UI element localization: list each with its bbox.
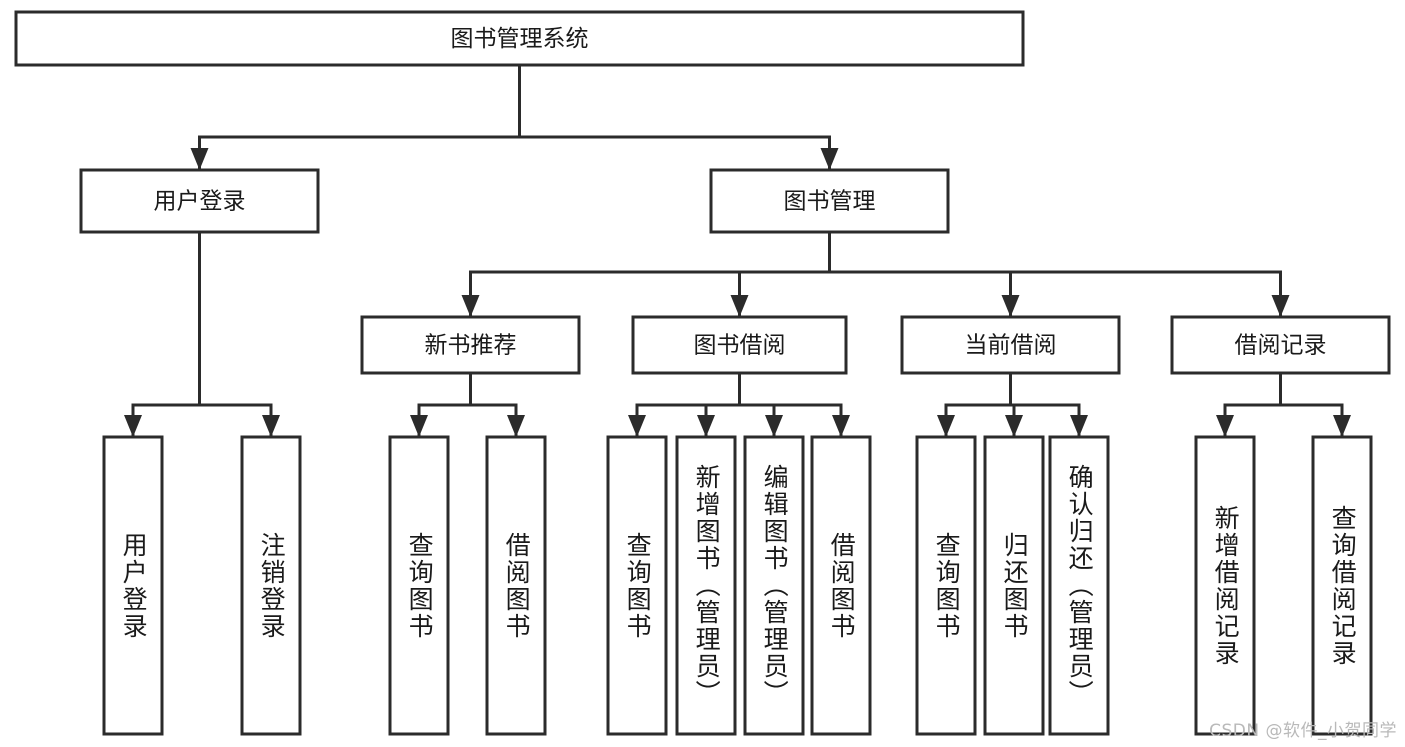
node-label-book-manage: 图书管理 [784, 189, 876, 215]
node-label-root: 图书管理系统 [451, 26, 589, 52]
node-leaf-borrow-book-1[interactable] [485, 435, 547, 736]
arrow-leaf-edit-book [765, 415, 783, 437]
node-label-user-login: 用户登录 [154, 189, 246, 215]
arrow-leaf-user-login [124, 415, 142, 437]
node-leaf-confirm-return[interactable] [1048, 435, 1110, 736]
node-book-borrow[interactable] [631, 315, 848, 375]
node-user-login[interactable] [79, 168, 320, 234]
node-label-current-borrow: 当前借阅 [965, 333, 1057, 359]
node-boxes [14, 10, 1391, 736]
arrow-leaf-query-book-2 [628, 415, 646, 437]
arrow-new-book-recommend [461, 295, 480, 317]
arrow-leaf-add-record [1216, 415, 1234, 437]
node-label-new-book-recommend: 新书推荐 [425, 333, 517, 359]
node-leaf-query-book-2[interactable] [606, 435, 668, 736]
arrow-leaf-borrow-book-2 [832, 415, 850, 437]
node-borrow-record[interactable] [1170, 315, 1391, 375]
node-book-manage[interactable] [709, 168, 950, 234]
arrow-borrow-record [1271, 295, 1290, 317]
node-leaf-query-book-1[interactable] [388, 435, 450, 736]
arrow-leaf-confirm-return [1070, 415, 1088, 437]
arrow-leaf-logout [262, 415, 280, 437]
node-leaf-add-book[interactable] [675, 435, 737, 736]
node-new-book-recommend[interactable] [360, 315, 581, 375]
arrow-leaf-query-book-1 [410, 415, 428, 437]
node-label-borrow-record: 借阅记录 [1235, 333, 1327, 359]
csdn-watermark: CSDN @软件_小贺同学 [1209, 721, 1397, 741]
arrow-leaf-query-record [1333, 415, 1351, 437]
arrow-book-manage [820, 148, 839, 170]
arrow-book-borrow [730, 295, 749, 317]
node-leaf-add-record[interactable] [1194, 435, 1256, 736]
node-leaf-borrow-book-2[interactable] [810, 435, 872, 736]
node-leaf-user-login[interactable] [102, 435, 164, 736]
node-current-borrow[interactable] [900, 315, 1121, 375]
node-leaf-logout[interactable] [240, 435, 302, 736]
node-leaf-return-book[interactable] [983, 435, 1045, 736]
arrow-leaf-query-book-3 [937, 415, 955, 437]
arrow-user-login [190, 148, 209, 170]
arrow-leaf-return-book [1005, 415, 1023, 437]
node-leaf-edit-book[interactable] [743, 435, 805, 736]
node-leaf-query-record[interactable] [1311, 435, 1373, 736]
arrow-leaf-borrow-book-1 [507, 415, 525, 437]
arrow-current-borrow [1001, 295, 1020, 317]
connector-lines [124, 63, 1351, 437]
node-label-book-borrow: 图书借阅 [694, 333, 786, 359]
node-leaf-query-book-3[interactable] [915, 435, 977, 736]
arrow-leaf-add-book [697, 415, 715, 437]
node-root[interactable] [14, 10, 1025, 67]
